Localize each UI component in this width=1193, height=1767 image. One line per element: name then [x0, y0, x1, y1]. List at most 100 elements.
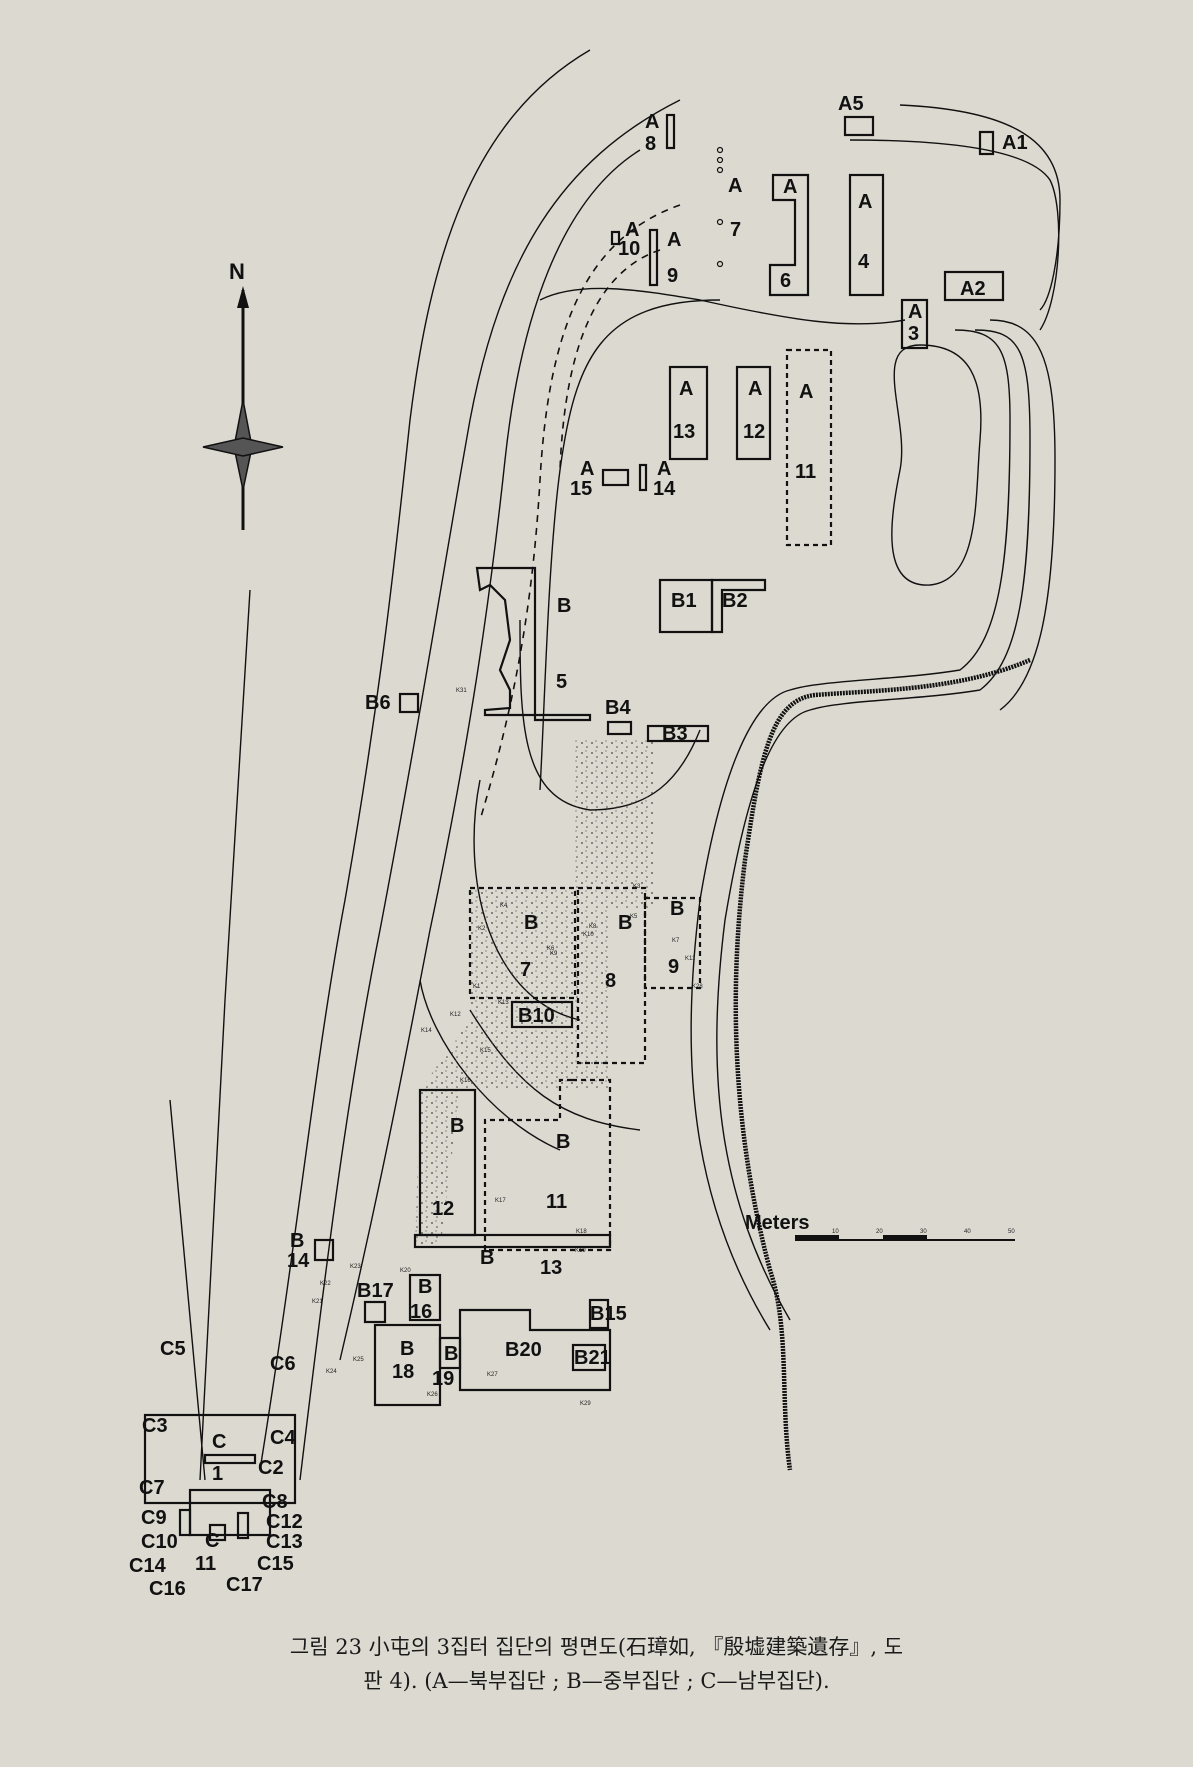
label-b16-num: 16 [410, 1301, 432, 1323]
stippled-area [415, 740, 655, 1250]
pit-label: K22 [320, 1281, 331, 1287]
pit-label: K10 [583, 932, 594, 938]
label-c14: C14 [129, 1555, 167, 1577]
label-a11-top: A [799, 381, 813, 403]
north-label: N [229, 259, 245, 284]
label-b6: B6 [365, 692, 391, 714]
label-c7: C7 [139, 1477, 165, 1499]
pit-label: K14 [421, 1028, 432, 1034]
label-b20: B20 [505, 1339, 542, 1361]
label-c5: C5 [160, 1338, 186, 1360]
pit-label: K3 [633, 884, 641, 890]
label-b8-num: 8 [605, 970, 616, 992]
label-a9-top: A [667, 229, 681, 251]
label-c16: C16 [149, 1578, 186, 1600]
group-b-buildings [313, 566, 767, 1407]
label-b8-top: B [618, 912, 632, 934]
pit-label: K28 [692, 984, 703, 990]
pit-label: K4 [500, 903, 508, 909]
label-a5: A5 [838, 93, 864, 115]
group-a-buildings [601, 113, 1005, 547]
pit-label: K2 [478, 926, 486, 932]
label-b14-top: B [290, 1230, 304, 1252]
pit-label: K19 [575, 1248, 586, 1254]
label-b2: B2 [722, 590, 748, 612]
label-a3-top: A [908, 301, 922, 323]
contour-lines [169, 49, 1061, 1481]
label-b3: B3 [662, 723, 688, 745]
pit-label: K7 [672, 938, 680, 944]
label-a8-num: 8 [645, 133, 656, 155]
label-c1-top: C [212, 1431, 226, 1453]
label-b18-num: 18 [392, 1361, 414, 1383]
pit-label: K9 [550, 951, 558, 957]
pit-label: K15 [480, 1048, 491, 1054]
label-b13-num: 13 [540, 1257, 562, 1279]
label-a12-top: A [748, 378, 762, 400]
label-a1: A1 [1002, 132, 1028, 154]
label-c2: C2 [258, 1457, 284, 1479]
label-a7-num: 7 [730, 219, 741, 241]
pit-label: K23 [350, 1264, 361, 1270]
label-a14-num: 14 [653, 478, 676, 500]
scale-tick-5: 50 [1008, 1229, 1015, 1235]
label-b9-num: 9 [668, 956, 679, 978]
pit-label: K18 [576, 1229, 587, 1235]
label-b11-num: 11 [546, 1191, 567, 1213]
pit-label: K6 [547, 946, 555, 952]
label-b4: B4 [605, 697, 631, 719]
label-b12-top: B [450, 1115, 464, 1137]
scale-tick-3: 30 [920, 1229, 927, 1235]
label-b17: B17 [357, 1280, 394, 1302]
figure-caption-line2: 판 4). (A—북부집단 ; B—중부집단 ; C—남부집단). [363, 1669, 830, 1693]
label-b16-top: B [418, 1276, 432, 1298]
label-c6: C6 [270, 1353, 296, 1375]
label-a15-top: A [580, 458, 594, 480]
site-plan-map: N Meters 10 20 30 40 50 A1 A2 A 3 A 4 A5… [129, 49, 1061, 1600]
pit-label: K17 [495, 1198, 506, 1204]
label-b19-top: B [444, 1343, 458, 1365]
pit-label: K11 [685, 956, 696, 962]
label-b21: B21 [574, 1347, 611, 1369]
label-a4-top: A [858, 191, 872, 213]
pit-label: K25 [353, 1357, 364, 1363]
label-a10-num: 10 [618, 238, 640, 260]
pit-label: K29 [580, 1401, 591, 1407]
label-b10: B10 [518, 1005, 555, 1027]
label-b13-top: B [480, 1247, 494, 1269]
label-a13-top: A [679, 378, 693, 400]
label-a8-top: A [645, 111, 659, 133]
label-b9-top: B [670, 898, 684, 920]
label-b5-num: 5 [556, 671, 567, 693]
label-a6-top: A [783, 176, 797, 198]
scale-tick-1: 10 [832, 1229, 839, 1235]
pit-label: K31 [456, 688, 467, 694]
label-c11-num: 11 [195, 1553, 216, 1575]
pit-label: K5 [630, 914, 638, 920]
scale-title: Meters [745, 1212, 809, 1234]
pit-label: K21 [312, 1299, 323, 1305]
label-a2: A2 [960, 278, 986, 300]
label-b1: B1 [671, 590, 697, 612]
label-c11-top: C [205, 1530, 219, 1552]
pit-label: K27 [487, 1372, 498, 1378]
label-c3: C3 [142, 1415, 168, 1437]
label-a3-num: 3 [908, 323, 919, 345]
label-b15: B15 [590, 1303, 627, 1325]
label-c4: C4 [270, 1427, 296, 1449]
label-b18-top: B [400, 1338, 414, 1360]
scale-bar [795, 1235, 1015, 1241]
label-c17: C17 [226, 1574, 263, 1596]
label-b12-num: 12 [432, 1198, 454, 1220]
label-c13: C13 [266, 1531, 303, 1553]
label-a9-num: 9 [667, 265, 678, 287]
label-b7-num: 7 [520, 959, 531, 981]
pit-label: K20 [400, 1268, 411, 1274]
pit-label: K16 [460, 1078, 471, 1084]
label-a6-num: 6 [780, 270, 791, 292]
scale-tick-4: 40 [964, 1229, 971, 1235]
label-c1-num: 1 [212, 1463, 223, 1485]
label-b5-top: B [557, 595, 571, 617]
label-b14-num: 14 [287, 1250, 310, 1272]
